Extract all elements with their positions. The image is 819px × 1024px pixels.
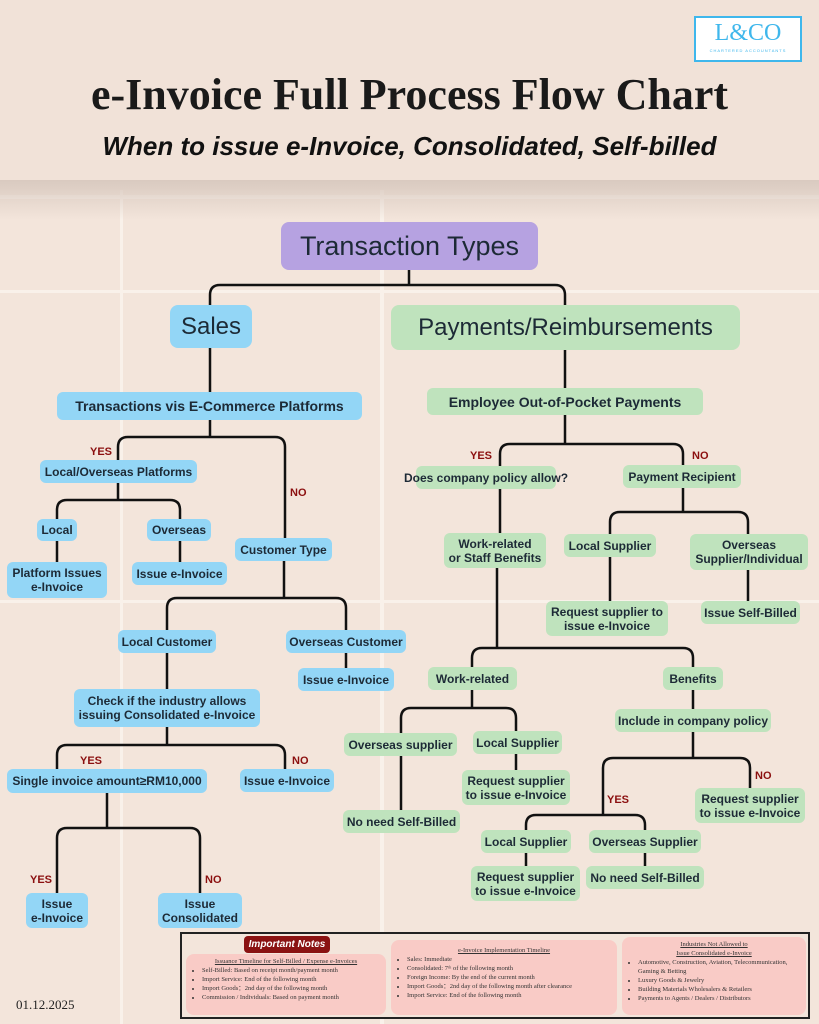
no-label: NO (290, 487, 307, 499)
node-request-supplier: Request supplier to issue e-Invoice (695, 788, 805, 823)
node-policy-allow: Does company policy allow? (404, 466, 568, 489)
node-overseas-customer: Overseas Customer (286, 630, 406, 653)
logo-text: L&CO (714, 20, 782, 46)
notes-implementation-timeline: e-Invoice Implementation Timeline Sales:… (391, 940, 617, 1015)
card-title: Issuance Timeline for Self-Billed / Expe… (214, 958, 358, 965)
node-platforms: Local/Overseas Platforms (40, 460, 197, 483)
note-item: Self-Billed: Based on receipt month/paym… (202, 966, 380, 975)
node-payment-recipient: Payment Recipient (623, 465, 741, 488)
node-overseas-supplier-individual: Overseas Supplier/Individual (690, 534, 808, 570)
node-single-amount: Single invoice amount≥RM10,000 (7, 769, 207, 793)
node-no-self-billed: No need Self-Billed (586, 866, 704, 889)
no-label: NO (755, 770, 772, 782)
no-label: NO (292, 755, 309, 767)
node-no-self-billed: No need Self-Billed (343, 810, 460, 833)
node-issue-einvoice: Issue e-Invoice (240, 769, 334, 792)
yes-label: YES (90, 446, 113, 458)
node-employee-payments: Employee Out-of-Pocket Payments (427, 388, 703, 415)
important-notes: Important Notes Issuance Timeline for Se… (180, 932, 810, 1019)
node-check-industry: Check if the industry allows issuing Con… (74, 689, 260, 727)
note-item: Payments to Agents / Dealers / Distribut… (638, 994, 800, 1003)
node-benefits: Benefits (663, 667, 723, 690)
note-item: Foreign Income: By the end of the curren… (407, 973, 611, 982)
node-request-supplier: Request supplier to issue e-Invoice (462, 770, 570, 805)
note-item: Import Service: End of the following mon… (202, 975, 380, 984)
note-item: Sales: Immediate (407, 955, 611, 964)
yes-label: YES (80, 755, 103, 767)
node-issue-einvoice: Issue e-Invoice (298, 668, 394, 691)
node-ecommerce: Transactions vis E-Commerce Platforms (57, 392, 362, 420)
header-shadow (0, 180, 819, 220)
logo-subtext: CHARTERED ACCOUNTANTS (709, 48, 787, 53)
yes-label: YES (470, 450, 493, 462)
card-title: Industries Not Allowed to Issue Consolid… (676, 941, 752, 957)
node-issue-einvoice: Issue e-Invoice (132, 562, 227, 585)
note-item: Building Materials Wholesalers & Retaile… (638, 985, 800, 994)
node-customer-type: Customer Type (235, 538, 332, 561)
node-local-customer: Local Customer (118, 630, 216, 653)
note-item: Import Service: End of the following mon… (407, 991, 611, 1000)
node-payments: Payments/Reimbursements (391, 305, 740, 350)
node-local-supplier: Local Supplier (564, 534, 656, 557)
no-label: NO (205, 874, 222, 886)
note-item: Consolidated: 7ᵗʰ of the following month (407, 964, 611, 973)
node-overseas-supplier: Overseas Supplier (589, 830, 701, 853)
notes-industries-not-allowed: Industries Not Allowed to Issue Consolid… (622, 937, 806, 1015)
note-item: Import Goods：2nd day of the following mo… (202, 984, 380, 993)
date-label: 01.12.2025 (16, 997, 75, 1012)
node-overseas-supplier: Overseas supplier (344, 733, 457, 756)
header-band (0, 0, 819, 190)
card-title: e-Invoice Implementation Timeline (457, 947, 551, 954)
node-issue-consolidated: Issue Consolidated (158, 893, 242, 928)
bg-line (380, 0, 384, 1024)
notes-issuance-timeline: Issuance Timeline for Self-Billed / Expe… (186, 954, 386, 1015)
note-item: Luxury Goods & Jewelry (638, 976, 800, 985)
page-title: e-Invoice Full Process Flow Chart (90, 70, 729, 119)
node-platform-issues: Platform Issues e-Invoice (7, 562, 107, 598)
node-include-policy: Include in company policy (615, 709, 771, 732)
node-request-supplier: Request supplier to issue e-Invoice (471, 866, 580, 901)
node-local-supplier: Local Supplier (481, 830, 571, 853)
page-subtitle: When to issue e-Invoice, Consolidated, S… (102, 131, 717, 161)
bg-line (120, 0, 123, 1024)
node-overseas: Overseas (147, 519, 211, 541)
node-request-supplier: Request supplier to issue e-Invoice (546, 601, 668, 636)
node-work-related: Work-related (428, 667, 517, 690)
yes-label: YES (607, 794, 630, 806)
notes-badge: Important Notes (244, 936, 330, 953)
yes-label: YES (30, 874, 53, 886)
node-sales: Sales (170, 305, 252, 348)
note-item: Import Goods：2nd day of the following mo… (407, 982, 611, 991)
node-issue-self-billed: Issue Self-Billed (701, 601, 800, 624)
bg-line (0, 600, 819, 603)
node-issue-einvoice: Issue e-Invoice (26, 893, 88, 928)
logo: L&CO CHARTERED ACCOUNTANTS (694, 16, 802, 62)
node-work-or-benefits: Work-related or Staff Benefits (444, 533, 546, 568)
note-item: Commission / Individuals: Based on payme… (202, 993, 380, 1002)
node-local: Local (37, 519, 77, 541)
note-item: Automotive, Construction, Aviation, Tele… (638, 958, 800, 976)
node-local-supplier: Local Supplier (473, 731, 562, 754)
no-label: NO (692, 450, 709, 462)
bg-line (0, 290, 819, 293)
node-transaction-types: Transaction Types (281, 222, 538, 270)
